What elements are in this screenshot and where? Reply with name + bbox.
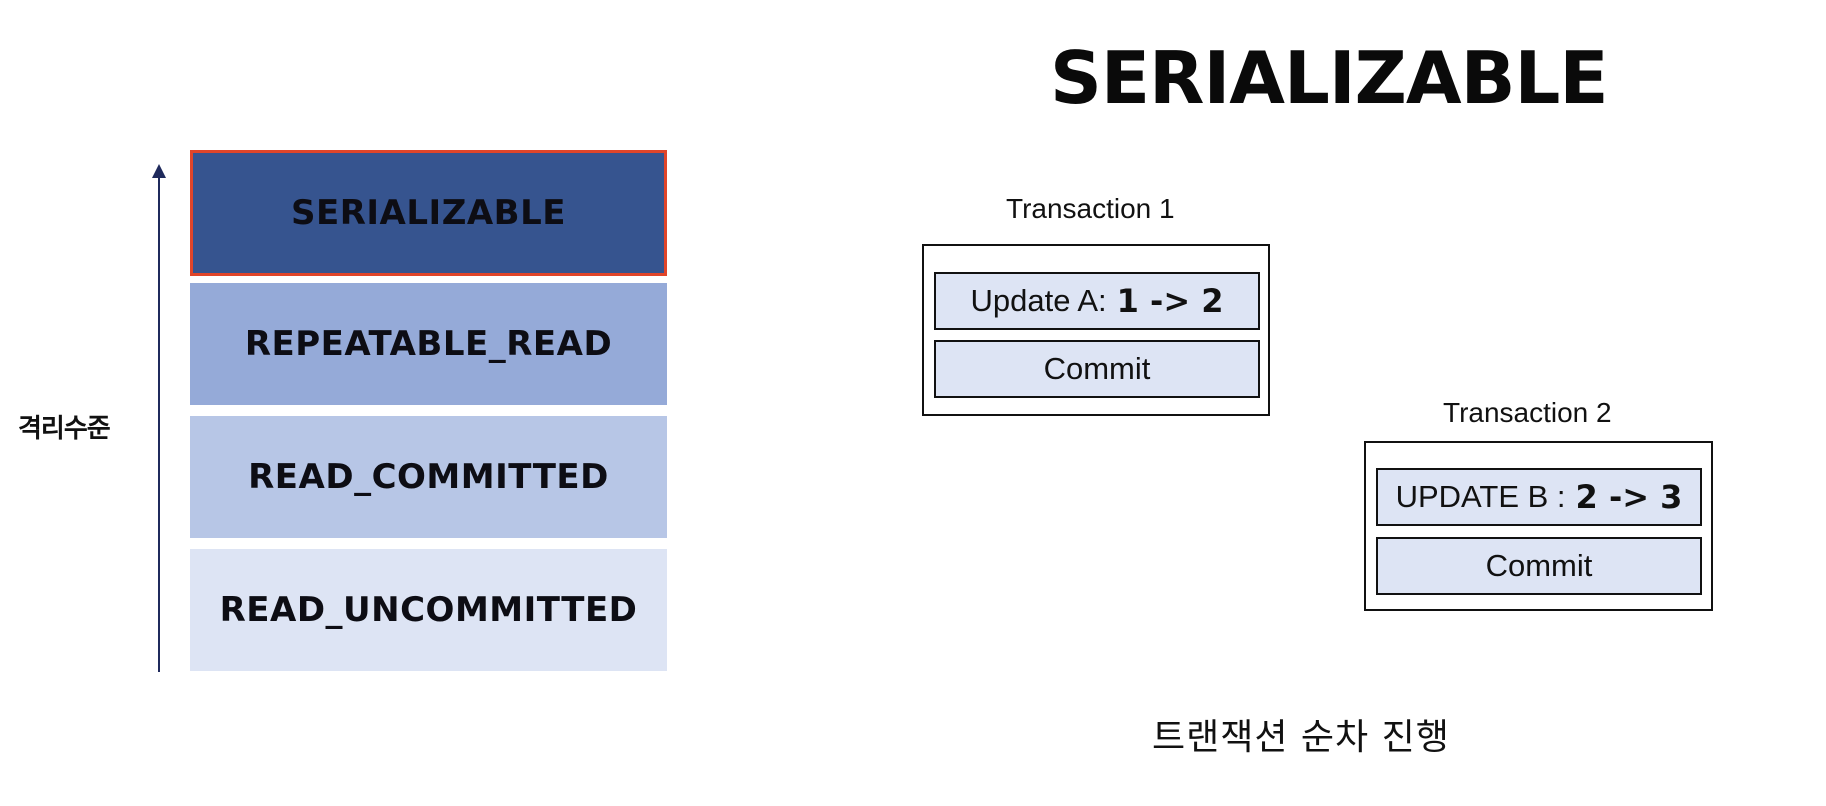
transaction-2-update-prefix: UPDATE B : <box>1395 479 1566 514</box>
level-repeatable-read: REPEATABLE_READ <box>190 283 667 405</box>
isolation-axis-line <box>158 172 160 672</box>
axis-label: 격리수준 <box>18 414 111 444</box>
transaction-2-update-row: UPDATE B : 2 -> 3 <box>1376 468 1702 526</box>
footer-note: 트랜잭션 순차 진행 <box>1152 717 1450 758</box>
transaction-1-commit-row: Commit <box>934 340 1260 398</box>
transaction-1-update-prefix: Update A: <box>970 283 1107 318</box>
transaction-2-box: UPDATE B : 2 -> 3 Commit <box>1364 441 1713 611</box>
transaction-2-commit-row: Commit <box>1376 537 1702 595</box>
arrow-up-icon <box>152 164 166 178</box>
transaction-2-caption: Transaction 2 <box>1443 397 1612 428</box>
transaction-1-update-value: 1 -> 2 <box>1116 282 1224 320</box>
level-read-uncommitted: READ_UNCOMMITTED <box>190 549 667 671</box>
transaction-1-box: Update A: 1 -> 2 Commit <box>922 244 1270 416</box>
transaction-1-caption: Transaction 1 <box>1006 193 1175 224</box>
transaction-1-update-row: Update A: 1 -> 2 <box>934 272 1260 330</box>
transaction-2-update-value: 2 -> 3 <box>1575 478 1683 516</box>
page-title: SERIALIZABLE <box>1050 36 1609 120</box>
level-serializable: SERIALIZABLE <box>190 150 667 276</box>
level-read-committed: READ_COMMITTED <box>190 416 667 538</box>
